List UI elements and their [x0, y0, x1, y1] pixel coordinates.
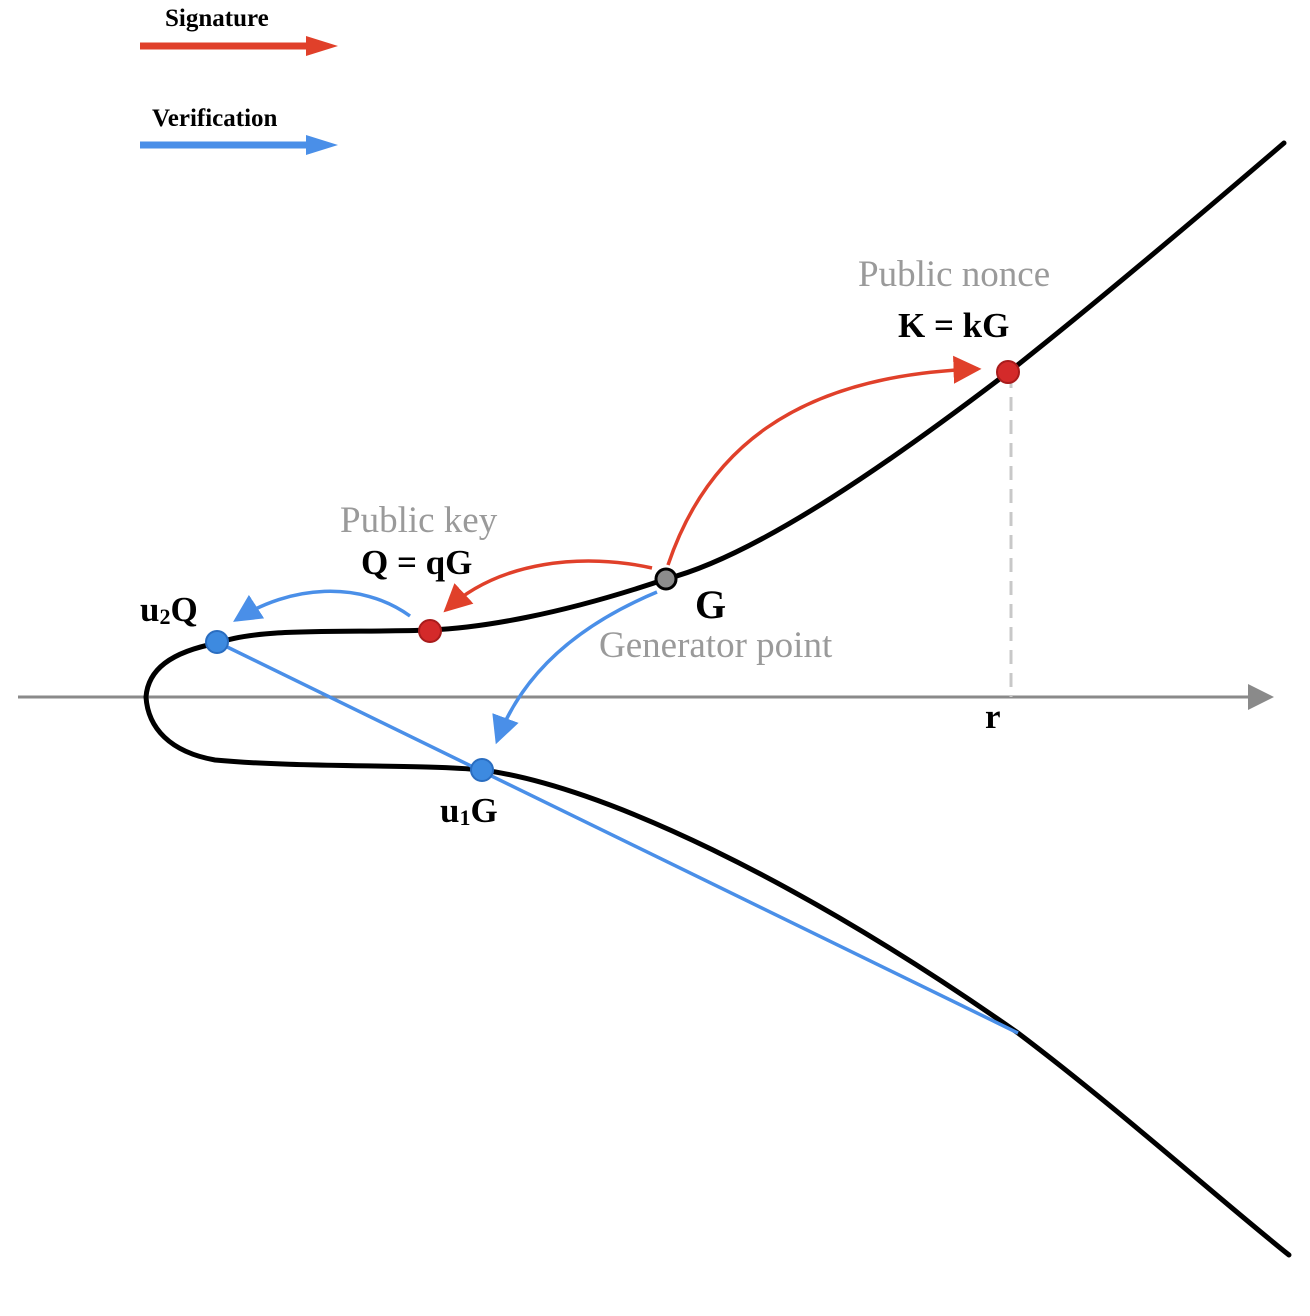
- verification-arrow-q-to-u2q: [233, 589, 412, 622]
- legend-verification-label: Verification: [152, 105, 278, 132]
- public-nonce-formula: K = kG: [898, 306, 1009, 345]
- legend-signature-label: Signature: [165, 5, 269, 32]
- signature-arrow-g-to-q: [443, 559, 653, 613]
- x-axis: [18, 684, 1274, 710]
- public-nonce-caption: Public nonce: [858, 254, 1050, 295]
- point-q: [418, 619, 442, 643]
- point-u1g: [470, 758, 494, 782]
- point-g: [654, 567, 678, 591]
- point-k: [996, 360, 1020, 384]
- arrow-right-icon: [140, 36, 338, 56]
- elliptic-curve: [143, 140, 1292, 1258]
- public-key-caption: Public key: [340, 500, 498, 541]
- r-axis-label: r: [985, 697, 1001, 736]
- public-key-formula: Q = qG: [361, 543, 472, 582]
- verification-line: [216, 640, 1019, 1035]
- generator-symbol: G: [695, 582, 726, 627]
- arrow-right-icon: [140, 135, 338, 155]
- point-u2q: [205, 630, 229, 654]
- legend: Signature Verification: [140, 5, 338, 155]
- generator-caption: Generator point: [599, 625, 833, 666]
- signature-arrow-g-to-k: [666, 355, 982, 566]
- verification-arrow-g-to-u1g: [492, 590, 658, 745]
- u1g-label: u1G: [440, 791, 498, 830]
- u2q-label: u2Q: [140, 590, 198, 629]
